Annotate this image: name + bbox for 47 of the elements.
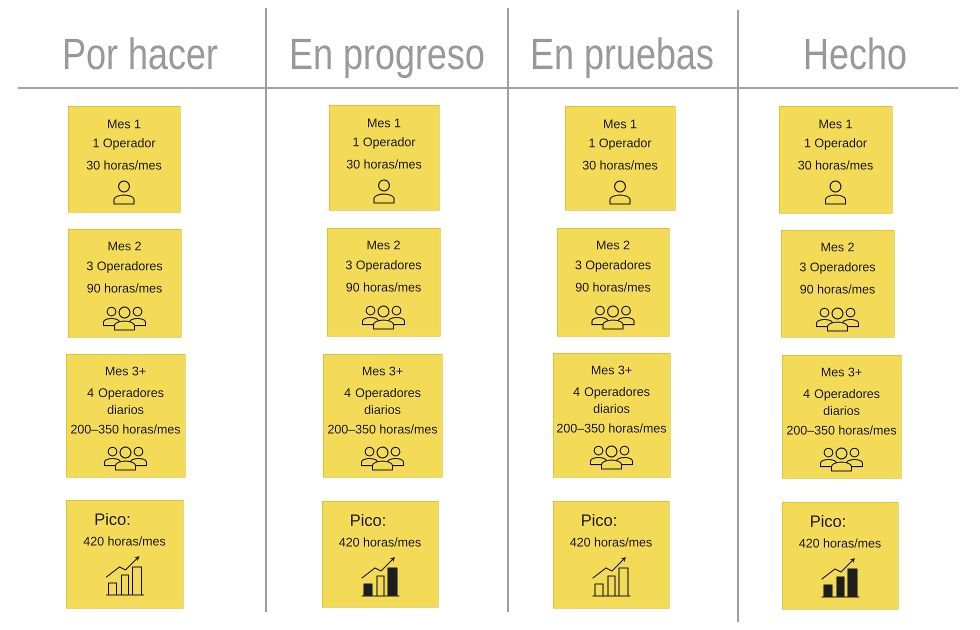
note-text: Mes 3+ bbox=[106, 366, 146, 376]
note-text: 1 Operador bbox=[93, 138, 156, 150]
note-text: 4 Operadores diarios bbox=[87, 388, 164, 414]
column-header: En pruebas bbox=[533, 37, 713, 78]
note-text: Mes 2 bbox=[822, 242, 854, 252]
note-text: 200–350 horas/mes bbox=[787, 425, 896, 435]
note-text: Pico: bbox=[96, 512, 130, 526]
note-text: 30 horas/mes bbox=[346, 159, 422, 169]
note-text: 420 horas/mes bbox=[570, 537, 652, 547]
note-text: 30 horas/mes bbox=[798, 160, 873, 170]
column-header: En progreso bbox=[292, 38, 484, 78]
note-text: 420 horas/mes bbox=[799, 538, 881, 548]
note-text: 1 Operador bbox=[589, 138, 652, 150]
note-text: Mes 3+ bbox=[822, 368, 862, 376]
note-text: 3 Operadores bbox=[86, 261, 162, 273]
note-text: Mes 1 bbox=[604, 120, 636, 128]
note-text: 3 Operadores bbox=[800, 262, 876, 274]
note-text: 3 Operadores bbox=[575, 260, 651, 272]
note-text: 30 horas/mes bbox=[86, 160, 162, 170]
note-text: Mes 1 bbox=[820, 120, 852, 128]
note-text: Mes 3+ bbox=[592, 366, 632, 374]
note-text: Pico: bbox=[811, 514, 845, 528]
note-text: Pico: bbox=[582, 514, 616, 526]
note-text: Mes 1 bbox=[108, 120, 140, 128]
note-text: 4 Operadores diarios bbox=[803, 388, 880, 416]
note-text: 90 horas/mes bbox=[576, 282, 650, 292]
note-text: 4 Operadores diarios bbox=[344, 388, 420, 414]
note-text: 90 horas/mes bbox=[346, 282, 421, 292]
note-text: 90 horas/mes bbox=[800, 284, 875, 294]
note-text: 3 Operadores bbox=[346, 260, 422, 272]
note-text: Pico: bbox=[351, 514, 385, 526]
note-text: 200–350 horas/mes bbox=[557, 423, 666, 433]
note-text: Mes 2 bbox=[108, 242, 141, 250]
column-header: Por hacer bbox=[65, 37, 218, 70]
note-text: Mes 1 bbox=[368, 118, 400, 128]
note-text: 200–350 horas/mes bbox=[71, 424, 180, 434]
note-text: 420 horas/mes bbox=[84, 536, 166, 546]
note-text: Mes 3+ bbox=[362, 366, 402, 376]
note-text: Mes 2 bbox=[597, 240, 630, 250]
note-text: 90 horas/mes bbox=[87, 283, 162, 293]
note-text: 200–350 horas/mes bbox=[328, 424, 438, 434]
note-text: 30 horas/mes bbox=[582, 160, 658, 170]
note-text: 4 Operadores diarios bbox=[573, 386, 650, 414]
note-text: Mes 2 bbox=[368, 240, 400, 250]
note-text: 1 Operador bbox=[804, 138, 867, 150]
note-text: 1 Operador bbox=[353, 137, 416, 149]
note-text: 420 horas/mes bbox=[339, 537, 421, 547]
